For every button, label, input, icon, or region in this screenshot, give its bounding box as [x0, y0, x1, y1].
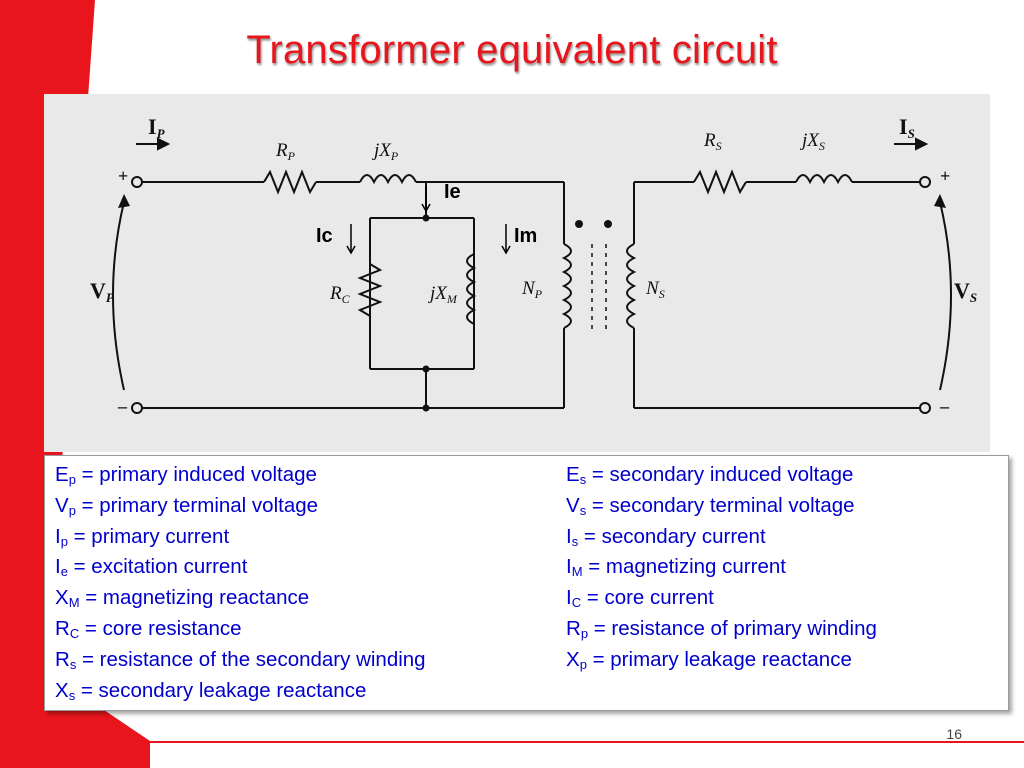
footer-line	[150, 741, 1024, 743]
vp-label: VP	[90, 278, 115, 305]
im-annotation: Im	[514, 225, 537, 247]
rs-label: RS	[703, 130, 722, 153]
page-number: 16	[946, 726, 962, 742]
definition-xs: Xs = secondary leakage reactance	[55, 678, 367, 703]
primary-plus-label: +	[118, 166, 128, 186]
definition-vp: Vp = primary terminal voltage	[55, 493, 319, 518]
definition-ep: Ep = primary induced voltage	[55, 463, 317, 487]
secondary-minus-label: –	[939, 396, 950, 416]
secondary-plus-label: +	[940, 166, 950, 186]
definition-rs: Rs = resistance of the secondary winding	[55, 647, 426, 672]
xs-label: jXS	[799, 130, 825, 153]
definitions-box: Ep = primary induced voltage Vp = primar…	[44, 455, 1009, 711]
definition-xm: XM = magnetizing reactance	[55, 586, 310, 611]
slide-title: Transformer equivalent circuit	[246, 28, 778, 72]
definitions-right-column: Es = secondary induced voltage Vs = seco…	[566, 460, 877, 676]
definition-rp: Rp = resistance of primary winding	[566, 616, 877, 641]
circuit-diagram: IP IS RP jXP RS jXS RC jXM NP NS VP VS +…	[90, 114, 977, 416]
circuit-figure: IP IS RP jXP RS jXS RC jXM NP NS VP VS +…	[44, 94, 990, 452]
rc-label: RC	[329, 283, 351, 306]
definition-is: Is = secondary current	[566, 524, 766, 549]
xp-label: jXP	[371, 140, 399, 163]
definition-rc: RC = core resistance	[55, 616, 242, 641]
definition-vs: Vs = secondary terminal voltage	[566, 493, 855, 518]
rp-label: RP	[275, 140, 296, 163]
definition-ie: Ie = excitation current	[55, 555, 248, 580]
ie-annotation: Ie	[444, 181, 461, 203]
definition-ip: Ip = primary current	[55, 524, 230, 549]
ic-annotation: Ic	[316, 225, 333, 247]
definitions-left-column: Ep = primary induced voltage Vp = primar…	[55, 460, 426, 706]
vs-label: VS	[954, 278, 977, 305]
np-label: NP	[521, 278, 543, 301]
definition-xp: Xp = primary leakage reactance	[566, 647, 852, 672]
xm-label: jXM	[427, 283, 458, 306]
ip-label: IP	[148, 114, 166, 141]
primary-minus-label: –	[117, 396, 128, 416]
definition-im: IM = magnetizing current	[566, 555, 786, 580]
definition-es: Es = secondary induced voltage	[566, 463, 854, 487]
definition-ic: IC = core current	[566, 586, 714, 611]
is-label: IS	[899, 114, 915, 141]
ns-label: NS	[645, 278, 665, 301]
